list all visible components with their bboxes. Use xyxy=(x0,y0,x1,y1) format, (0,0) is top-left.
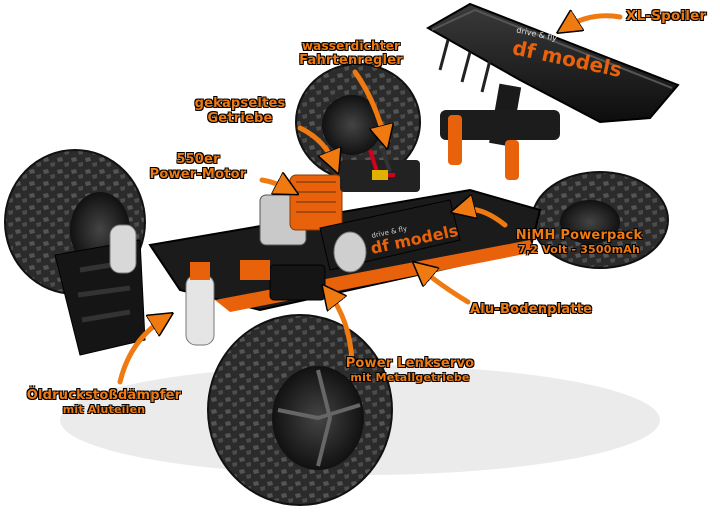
label-motor: 550er Power-Motor xyxy=(149,152,247,182)
label-powerpack: NiMH Powerpack 7,2 Volt - 3500mAh xyxy=(515,228,643,256)
front-shocks xyxy=(109,224,215,346)
label-servo: Power Lenkservo mit Metallgetriebe xyxy=(345,356,475,384)
wheel-front-right xyxy=(207,314,393,506)
label-gearbox: gekapseltes Getriebe xyxy=(194,96,286,126)
power-motor xyxy=(259,174,343,246)
esc xyxy=(340,147,420,192)
rear-shocks xyxy=(440,110,560,180)
wheel-rear-right xyxy=(531,171,669,269)
label-esc: wasserdichter Fahrtenregler xyxy=(299,39,403,69)
label-xl-spoiler: XL-Spoiler xyxy=(626,8,707,24)
label-baseplate: Alu-Bodenplatte xyxy=(470,302,593,317)
steering-servo xyxy=(240,260,326,301)
callout-arrows xyxy=(117,16,623,385)
label-shock: Öldruckstoßdämpfer mit Aluteilen xyxy=(26,388,182,416)
